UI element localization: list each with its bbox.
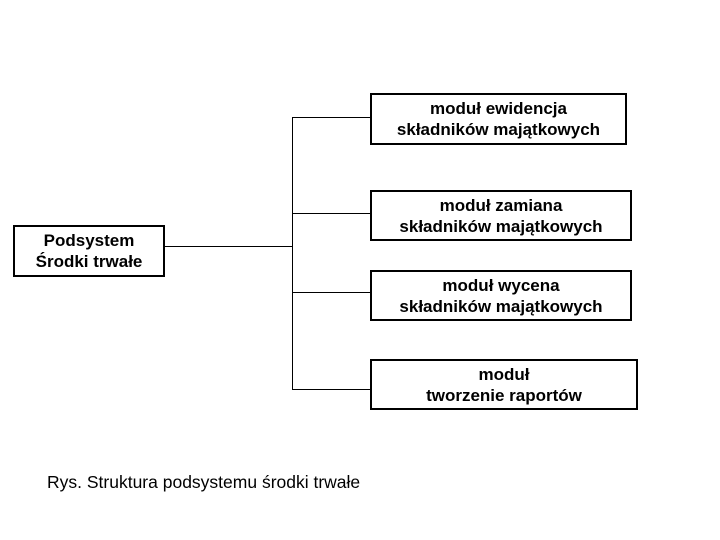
- connector-trunk: [292, 117, 293, 390]
- connector-branch-ewidencja: [292, 117, 370, 118]
- module-node-zamiana: moduł zamiana składników majątkowych: [370, 190, 632, 241]
- connector-branch-raporty: [292, 389, 370, 390]
- module-label-line2: składników majątkowych: [399, 296, 603, 316]
- module-node-ewidencja: moduł ewidencja składników majątkowych: [370, 93, 627, 145]
- module-label-line2: tworzenie raportów: [426, 385, 582, 405]
- connector-branch-zamiana: [292, 213, 370, 214]
- module-label-line1: moduł zamiana: [439, 195, 563, 215]
- module-label-line2: składników majątkowych: [399, 216, 603, 236]
- module-label-line1: moduł ewidencja: [430, 99, 567, 118]
- root-node-label-line1: Podsystem: [43, 231, 135, 250]
- module-node-raporty: moduł tworzenie raportów: [370, 359, 638, 410]
- root-node-label-line2: Środki trwałe: [35, 252, 143, 271]
- module-label-line1: moduł: [478, 364, 530, 384]
- module-node-wycena: moduł wycena składników majątkowych: [370, 270, 632, 321]
- connector-root-to-trunk: [165, 246, 293, 247]
- root-node-podsystem: Podsystem Środki trwałe: [13, 225, 165, 277]
- connector-branch-wycena: [292, 292, 370, 293]
- figure-caption: Rys. Struktura podsystemu środki trwałe: [47, 472, 361, 492]
- module-label-line2: składników majątkowych: [396, 120, 601, 139]
- module-label-line1: moduł wycena: [442, 275, 560, 295]
